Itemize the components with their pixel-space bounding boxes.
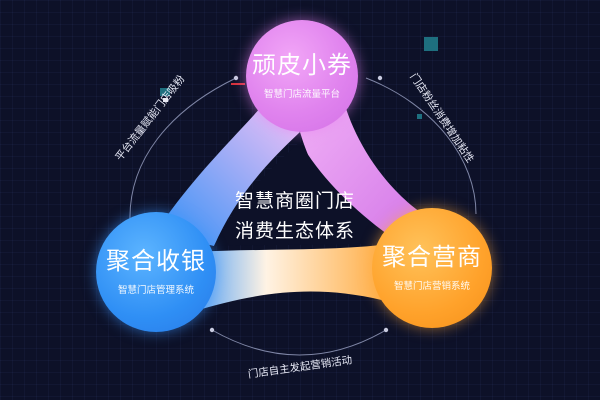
center-label-line1: 智慧商圈门店 (234, 190, 355, 212)
center-label: 智慧商圈门店 消费生态体系 (210, 186, 380, 246)
arc-right (365, 77, 477, 215)
band-left-right (192, 242, 404, 312)
node-aggregate-business: 聚合营商 智慧门店营销系统 (372, 208, 492, 328)
arc-left (129, 77, 237, 223)
node-top-subtitle: 智慧门店流量平台 (263, 88, 340, 100)
arc-bottom-dot (209, 327, 215, 333)
arc-bottom (211, 329, 387, 356)
deco-square-teal (424, 37, 438, 51)
center-triangle (214, 142, 398, 246)
deco-square-teal-small (417, 114, 422, 119)
node-top-title: 顽皮小券 (252, 51, 352, 80)
node-wanpi-coupon: 顽皮小券 智慧门店流量平台 (246, 20, 358, 132)
arc-left-dot (233, 75, 239, 81)
deco-dash-red (231, 83, 245, 85)
node-right-subtitle: 智慧门店营销系统 (393, 280, 470, 292)
node-aggregate-cashier: 聚合收银 智慧门店管理系统 (96, 212, 216, 332)
arc-bottom-dot-right (383, 327, 389, 333)
center-label-line2: 消费生态体系 (234, 220, 355, 242)
deco-square-white (163, 98, 168, 102)
band-left-top (156, 106, 300, 246)
arc-right-dot (377, 75, 383, 81)
node-right-title: 聚合营商 (382, 243, 482, 272)
deco-square-teal-left (160, 88, 170, 96)
node-left-subtitle: 智慧门店管理系统 (117, 284, 194, 296)
node-left-title: 聚合收银 (106, 247, 206, 276)
